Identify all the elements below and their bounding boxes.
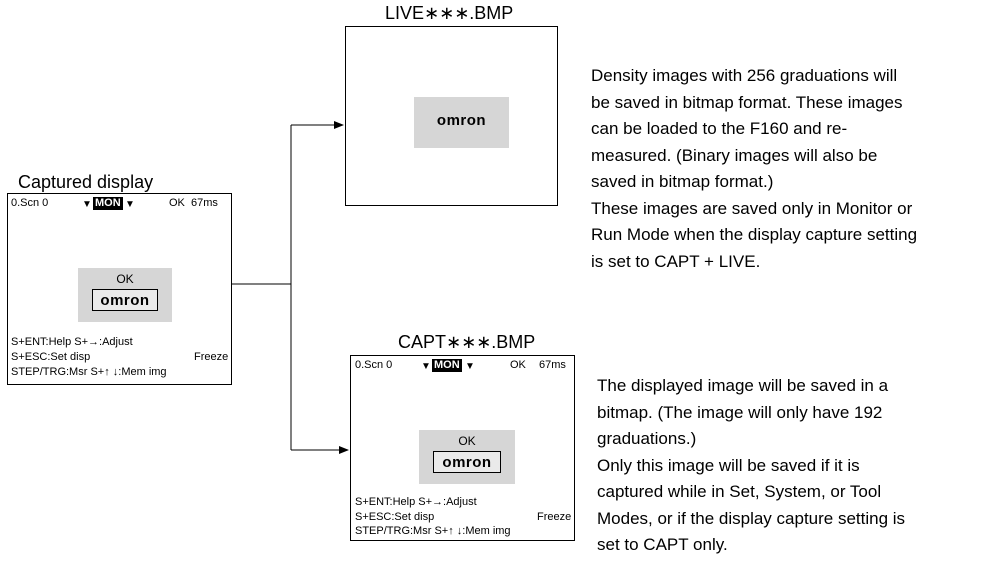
live-bmp-screen: omron	[345, 26, 558, 206]
omron-logo: omron	[436, 112, 487, 129]
time-label: 67ms	[539, 359, 566, 371]
help-line-1: S+ENT:Help S+→:Adjust	[11, 336, 133, 348]
result-label: OK	[169, 197, 185, 209]
time-label: 67ms	[191, 197, 218, 209]
help-line-3: STEP/TRG:Msr S+↑ ↓:Mem img	[355, 525, 511, 537]
capt-bmp-caption: CAPT∗∗∗.BMP	[398, 332, 536, 352]
mode-badge: MON	[93, 197, 123, 210]
freeze-label: Freeze	[194, 351, 229, 363]
captured-image: OK omron	[78, 268, 172, 322]
help-line-1: S+ENT:Help S+→:Adjust	[355, 496, 477, 508]
live-description: Density images with 256 graduations will…	[591, 66, 918, 271]
scene-label: 0.Scn 0	[11, 197, 49, 209]
live-bmp-caption: LIVE∗∗∗.BMP	[385, 3, 514, 23]
capt-bmp-screen: 0.Scn 0 ▼ MON ▼ OK 67ms OK omron S+ENT:H…	[350, 355, 575, 541]
captured-display-screen: 0.Scn 0 ▼ MON ▼ OK 67ms OK omron S+ENT:H…	[7, 193, 232, 385]
help-line-2: S+ESC:Set disp	[355, 511, 435, 523]
image-ok-label: OK	[116, 272, 134, 286]
capt-image: OK omron	[419, 430, 515, 484]
image-ok-label: OK	[458, 434, 476, 448]
omron-logo: omron	[92, 289, 158, 311]
down-triangle-icon: ▼	[465, 361, 475, 372]
capt-description: The displayed image will be saved in a b…	[597, 376, 906, 554]
scene-label: 0.Scn 0	[355, 359, 393, 371]
help-line-3: STEP/TRG:Msr S+↑ ↓:Mem img	[11, 366, 167, 378]
omron-logo: omron	[433, 451, 501, 473]
omron-logo-text: omron	[100, 291, 150, 309]
omron-logo-text: omron	[442, 453, 492, 471]
help-line-2: S+ESC:Set disp	[11, 351, 91, 363]
down-triangle-icon: ▼	[421, 361, 431, 372]
captured-display-caption: Captured display	[18, 172, 154, 192]
freeze-label: Freeze	[537, 511, 572, 523]
live-image: omron	[414, 97, 509, 148]
result-label: OK	[510, 359, 526, 371]
down-triangle-icon: ▼	[82, 199, 92, 210]
mode-badge: MON	[432, 359, 462, 372]
down-triangle-icon: ▼	[125, 199, 135, 210]
